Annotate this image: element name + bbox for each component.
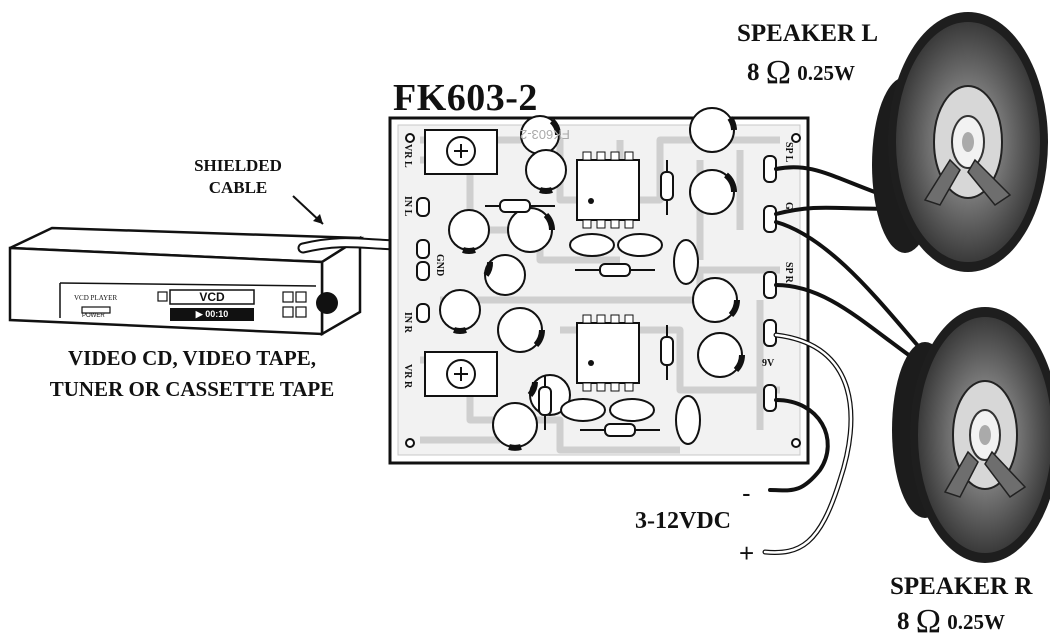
speaker-l-name: SPEAKER L — [737, 20, 879, 47]
forward-icon — [295, 306, 307, 318]
eject-icon — [157, 291, 168, 302]
rewind-icon — [282, 306, 294, 318]
pin-in-r: IN R — [402, 312, 413, 333]
power-button — [81, 306, 111, 314]
speaker-l-ohm-icon: Ω — [765, 54, 792, 91]
source-label-line1: VIDEO CD, VIDEO TAPE, — [68, 346, 316, 370]
power-label: 3-12VDC — [635, 508, 731, 534]
volume-knob — [316, 292, 338, 314]
speaker-l-ohm-value: 8 — [747, 59, 760, 86]
pin-9v: 9V — [762, 358, 775, 369]
cable-label: SHIELDED CABLE — [178, 155, 298, 199]
player-display-text: VCD — [199, 290, 225, 304]
source-label: VIDEO CD, VIDEO TAPE, TUNER OR CASSETTE … — [22, 343, 362, 405]
trimmer-vr-r — [424, 351, 498, 397]
player-time-text: ▶ 00:10 — [195, 309, 229, 319]
film-capacitors — [560, 233, 701, 445]
cable-label-line1: SHIELDED — [194, 156, 282, 175]
source-label-line2: TUNER OR CASSETTE TAPE — [49, 377, 335, 401]
play-icon — [295, 291, 307, 303]
speaker-l-watts: 0.25W — [797, 61, 856, 85]
power-plus: + — [739, 538, 755, 568]
player-power-label: POWER — [82, 313, 105, 319]
pcb-board — [388, 107, 810, 465]
player-brand: VCD PLAYER — [74, 294, 118, 302]
speaker-right — [892, 307, 1050, 563]
trimmer-vr-l — [424, 129, 498, 175]
pin-sp-l: SP L — [783, 142, 794, 163]
cable-label-line2: CABLE — [208, 178, 268, 197]
capacitors — [439, 107, 745, 451]
pin-vr-r: VR R — [402, 364, 413, 389]
pin-in-l: IN L — [402, 196, 413, 217]
pin-sp-r: SP R — [783, 262, 794, 283]
board-title: FK603-2 — [393, 77, 538, 119]
pin-g: G — [783, 202, 794, 210]
power-wires — [762, 332, 854, 555]
ic-top — [576, 151, 640, 229]
time-display — [170, 308, 254, 321]
speaker-r-name: SPEAKER R — [890, 573, 1033, 600]
power-minus: - — [742, 478, 751, 508]
vcd-display — [169, 289, 255, 305]
speaker-left — [872, 12, 1048, 272]
vcd-player — [8, 226, 365, 337]
resistors — [485, 160, 674, 437]
speaker-r-watts: 0.25W — [947, 610, 1006, 634]
pin-gnd: GND — [434, 254, 445, 277]
pin-vr-l: VR L — [402, 144, 413, 168]
board-silkscreen: FK603-2 — [520, 127, 570, 142]
speaker-r-ohm-icon: Ω — [915, 603, 942, 640]
speaker-r-ohm-value: 8 — [897, 608, 910, 635]
stop-icon — [282, 291, 294, 303]
solder-pins — [405, 133, 801, 448]
ic-bottom — [576, 314, 640, 392]
speaker-l-spec: 8 Ω 0.25W — [747, 54, 855, 92]
speaker-r-spec: 8 Ω 0.25W — [897, 603, 1005, 641]
